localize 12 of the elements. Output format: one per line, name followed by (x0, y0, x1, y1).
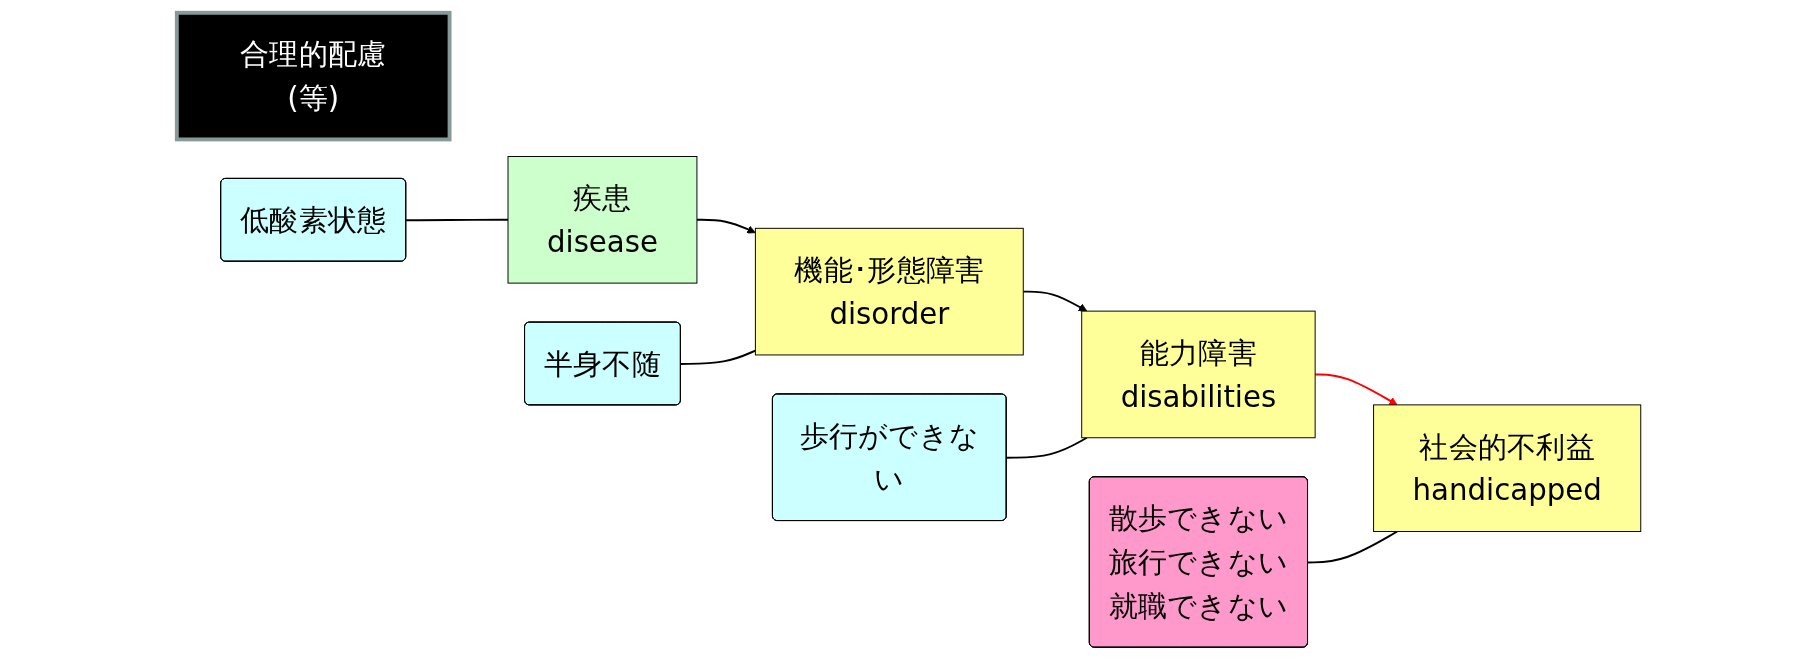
node-box: 社会的不利益 handicapped (1372, 404, 1641, 532)
connector (1005, 436, 1088, 459)
node-box: 能力障害 disabilities (1080, 310, 1316, 439)
arrow (695, 218, 756, 234)
node-box: 機能･形態障害 disorder (754, 227, 1024, 356)
arrow (1022, 290, 1087, 312)
arrow (1313, 373, 1398, 406)
connector (679, 349, 757, 365)
connector (404, 218, 509, 222)
node-box: 疾患 disease (507, 156, 698, 284)
node-box: 合理的配慮(等) (174, 10, 452, 142)
connector (1306, 530, 1398, 564)
